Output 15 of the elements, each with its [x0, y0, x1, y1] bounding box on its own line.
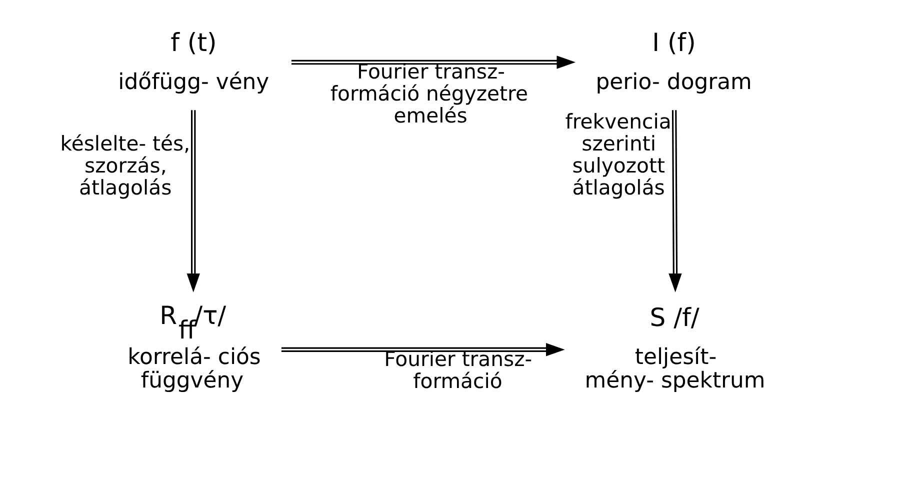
arrow — [186, 110, 200, 292]
arrow — [668, 110, 682, 292]
node-label: korrelá- ciós függvény — [127, 345, 260, 394]
arrow — [290, 56, 576, 69]
edge-label: Fourier transz- formáció négyzetre emelés — [330, 60, 528, 128]
node-label: időfügg- vény — [118, 70, 269, 96]
edge-label: Fourier transz- formáció — [384, 346, 532, 393]
node-text: I (f) — [652, 28, 696, 58]
node-text: S /f/ — [649, 302, 699, 332]
edge-label: késlelte- tés, szorzás, átlagolás — [60, 132, 190, 200]
arrow — [280, 343, 564, 356]
node-label: perio- dogram — [595, 70, 752, 96]
node-label: teljesít- mény- spektrum — [584, 345, 765, 394]
node-text: f (t) — [170, 28, 216, 58]
edge-label: frekvencia szerinti sulyozott átlagolás — [564, 110, 671, 200]
